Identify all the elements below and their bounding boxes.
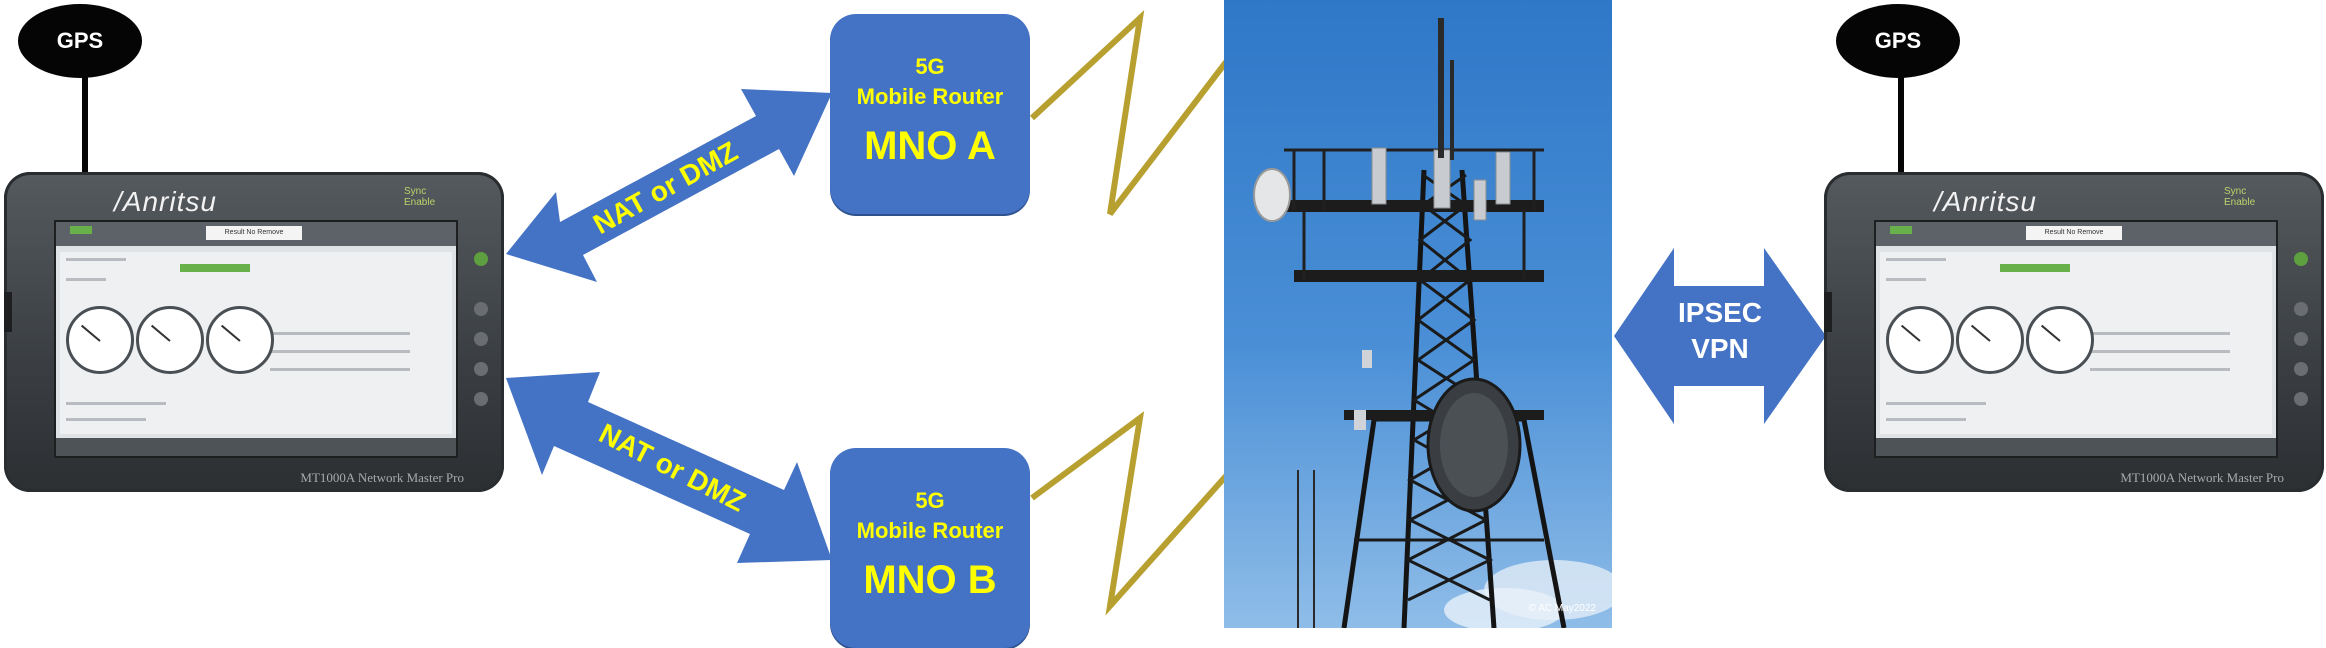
tester-device-right: /Anritsu Sync Enable Result No Remove MT…	[1824, 172, 2324, 492]
radio-link-bottom	[1030, 411, 1229, 616]
screen-line	[1886, 402, 1986, 405]
device-screen-right: Result No Remove	[1874, 220, 2278, 458]
gps-antenna-left	[82, 74, 88, 178]
device-tag-left: Sync Enable	[404, 186, 436, 208]
screen-title-left: Result No Remove	[206, 226, 302, 240]
screen-line	[66, 278, 106, 281]
gps-badge-left: GPS	[18, 4, 142, 78]
screen-line	[1886, 278, 1926, 281]
tester-device-left: /Anritsu Sync Enable Result No Remove MT…	[4, 172, 504, 492]
vpn-label-line1: IPSEC	[1678, 297, 1762, 328]
radio-link-top	[1029, 9, 1229, 216]
gps-label-right: GPS	[1874, 28, 1922, 53]
screen-panel	[1880, 252, 2272, 434]
gauge-dial	[1956, 306, 2024, 374]
side-button	[1824, 292, 1832, 332]
screen-topbar: Result No Remove	[56, 222, 456, 246]
router-b-line3: MNO B	[863, 558, 997, 602]
router-a-line2: Mobile Router	[856, 84, 1004, 109]
device-screen-left: Result No Remove	[54, 220, 458, 458]
screen-tag	[70, 226, 92, 234]
gps-label-left: GPS	[56, 28, 104, 53]
screen-line	[270, 368, 410, 371]
side-button	[4, 292, 12, 332]
gauge-dial	[1886, 306, 1954, 374]
hardware-button	[2294, 302, 2308, 316]
hardware-button	[2294, 332, 2308, 346]
photo-credit: © AC May2022	[1528, 603, 1596, 614]
screen-bottombar	[1876, 438, 2276, 456]
device-brand-right: /Anritsu	[1934, 186, 2037, 217]
screen-line	[1886, 258, 1946, 261]
status-bar	[2000, 264, 2070, 272]
screen-line	[66, 402, 166, 405]
nat-arrow-bottom: NAT or DMZ	[506, 372, 832, 563]
screen-line	[66, 258, 126, 261]
device-model-right: MT1000A Network Master Pro	[2120, 470, 2284, 485]
gauge-dial	[2026, 306, 2094, 374]
tower-illustration	[1224, 0, 1612, 628]
screen-tag	[1890, 226, 1912, 234]
router-b-line2: Mobile Router	[856, 518, 1004, 543]
hardware-button	[474, 362, 488, 376]
screen-line	[2090, 368, 2230, 371]
router-mno-a: 5G Mobile Router MNO A	[830, 14, 1030, 214]
gps-badge-right: GPS	[1836, 4, 1960, 78]
power-button	[474, 252, 488, 266]
screen-bottombar	[56, 438, 456, 456]
router-a-line3: MNO A	[864, 124, 996, 168]
gps-antenna-right	[1898, 74, 1904, 178]
nat-arrow-top: NAT or DMZ	[506, 89, 832, 282]
gauge-dial	[136, 306, 204, 374]
device-model-left: MT1000A Network Master Pro	[300, 470, 464, 485]
router-mno-b: 5G Mobile Router MNO B	[830, 448, 1030, 648]
screen-topbar: Result No Remove	[1876, 222, 2276, 246]
screen-line	[270, 350, 410, 353]
gauge-dial	[206, 306, 274, 374]
router-b-line1: 5G	[915, 488, 945, 513]
screen-line	[2090, 332, 2230, 335]
screen-panel	[60, 252, 452, 434]
hardware-button	[2294, 392, 2308, 406]
vpn-arrow: IPSEC VPN	[1614, 248, 1826, 424]
hardware-button	[2294, 362, 2308, 376]
power-button	[2294, 252, 2308, 266]
gauge-dial	[66, 306, 134, 374]
screen-line	[66, 418, 146, 421]
hardware-button	[474, 392, 488, 406]
cell-tower-photo: © AC May2022	[1224, 0, 1612, 628]
status-bar	[180, 264, 250, 272]
nat-label-top: NAT or DMZ	[588, 135, 743, 240]
screen-line	[1886, 418, 1966, 421]
device-brand-left: /Anritsu	[114, 186, 217, 217]
screen-line	[2090, 350, 2230, 353]
router-a-line1: 5G	[915, 54, 945, 79]
screen-line	[270, 332, 410, 335]
screen-title-right: Result No Remove	[2026, 226, 2122, 240]
device-tag-right: Sync Enable	[2224, 186, 2256, 208]
hardware-button	[474, 332, 488, 346]
hardware-button	[474, 302, 488, 316]
vpn-label-line2: VPN	[1691, 333, 1749, 364]
